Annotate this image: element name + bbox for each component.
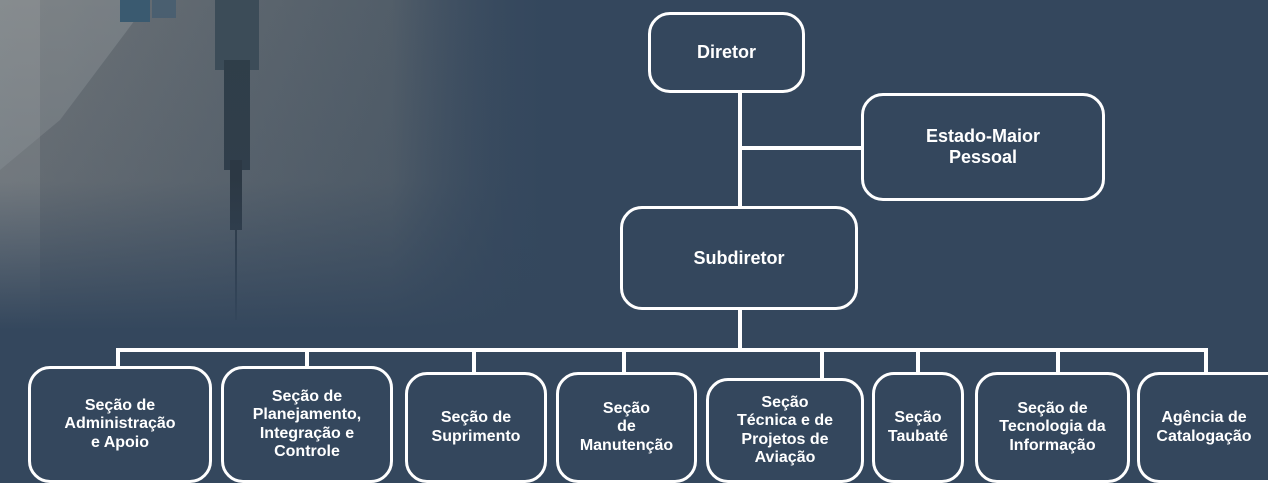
section-box-planning: Seção de Planejamento, Integração e Cont… bbox=[221, 366, 393, 483]
section-label: Seção de Suprimento bbox=[431, 409, 521, 445]
section-box-cataloging-agency: Agência de Catalogação bbox=[1137, 372, 1268, 483]
section-box-supply: Seção de Suprimento bbox=[405, 372, 547, 483]
deputy-label: Subdiretor bbox=[693, 247, 785, 268]
section-label: Seção Técnica e de Projetos de Aviação bbox=[736, 393, 834, 466]
section-label: Seção de Manutenção bbox=[579, 399, 674, 454]
section-label: Seção de Administração e Apoio bbox=[64, 396, 176, 451]
staff-label: Estado-Maior Pessoal bbox=[925, 126, 1040, 167]
section-box-taubate: Seção Taubaté bbox=[872, 372, 964, 483]
section-label: Seção Taubaté bbox=[887, 409, 949, 445]
section-label: Agência de Catalogação bbox=[1156, 409, 1252, 445]
deputy-box: Subdiretor bbox=[620, 206, 858, 310]
section-box-information-technology: Seção de Tecnologia da Informação bbox=[975, 372, 1130, 483]
section-box-technical-aviation: Seção Técnica e de Projetos de Aviação bbox=[706, 378, 864, 483]
section-label: Seção de Tecnologia da Informação bbox=[999, 399, 1106, 454]
section-box-maintenance: Seção de Manutenção bbox=[556, 372, 697, 483]
section-label: Seção de Planejamento, Integração e Cont… bbox=[252, 387, 362, 460]
section-box-administration: Seção de Administração e Apoio bbox=[28, 366, 212, 483]
director-box: Diretor bbox=[648, 12, 805, 93]
director-label: Diretor bbox=[696, 42, 756, 63]
staff-box: Estado-Maior Pessoal bbox=[861, 93, 1105, 201]
